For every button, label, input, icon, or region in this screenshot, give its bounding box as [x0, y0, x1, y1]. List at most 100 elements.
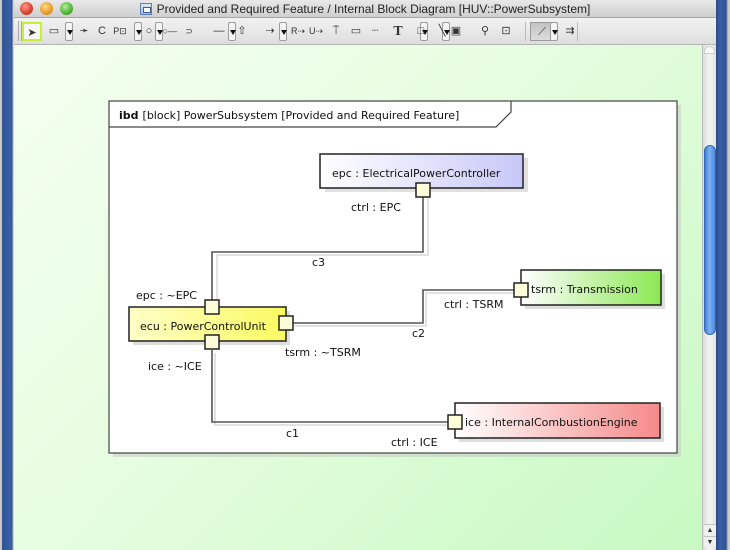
constraint-tool[interactable]: C — [94, 22, 110, 41]
close-window-button[interactable] — [20, 2, 33, 15]
separator-line-tool[interactable]: ╲ — [434, 22, 450, 41]
part-property-tool-dropdown[interactable] — [65, 22, 73, 41]
window-title: Provided and Required Feature / Internal… — [156, 2, 591, 16]
title-bar[interactable]: Provided and Required Feature / Internal… — [14, 0, 716, 18]
connector-label-c2: c2 — [412, 327, 425, 340]
connector-label-c3: c3 — [312, 256, 325, 269]
text-icon: T — [393, 24, 403, 39]
scroll-up-button[interactable]: ▲ — [704, 524, 716, 535]
toolbar-grip[interactable] — [18, 21, 22, 41]
usage-tool[interactable]: U⇢ — [308, 22, 324, 41]
interface-tool[interactable]: ○ — [141, 22, 157, 41]
diagram-canvas[interactable]: ibd[block] PowerSubsystem [Provided and … — [14, 45, 702, 550]
scroll-down-button[interactable]: ▼ — [704, 536, 716, 547]
part-icon: ▭ — [48, 25, 60, 37]
port-ecu-ice[interactable] — [204, 334, 220, 350]
path-style-tool[interactable]: ⟋ — [530, 22, 554, 41]
path-style-tool-dropdown[interactable] — [550, 22, 558, 41]
path-style-icon: ⟋ — [538, 26, 546, 38]
interface-tool-dropdown[interactable] — [155, 22, 163, 41]
generalization-tool[interactable]: ⇧ — [234, 22, 250, 41]
toolbar-separator — [577, 22, 578, 41]
port-tool[interactable]: P⊡ — [112, 22, 128, 41]
diagram-toolbar: ➤ ▭ ➛ C P⊡ ○ ○—⊃— — ⇧ ⇢ R⇢U⇢ ⍑ ▭ ┈ T □ ╲▣ ⚲ ⊡ ⟋ ⇉ — [14, 18, 716, 55]
port-label-ice-ctrl: ctrl : ICE — [391, 436, 438, 449]
frame-header: ibd[block] PowerSubsystem [Provided and … — [119, 109, 459, 122]
ibd-diagram: ibd[block] PowerSubsystem [Provided and … — [108, 100, 681, 457]
connector-c1[interactable] — [211, 350, 456, 426]
minimize-window-button[interactable] — [40, 2, 53, 15]
layout-tool[interactable]: ⇉ — [562, 22, 578, 41]
port-epc-ctrl[interactable] — [415, 182, 431, 198]
text-tool-dropdown[interactable] — [420, 22, 428, 41]
window-right-border — [716, 0, 730, 550]
port-label-ecu-ice: ice : ~ICE — [148, 360, 202, 373]
vertical-scrollbar[interactable]: ▲ ▼ — [702, 45, 716, 550]
provided-interface-tool[interactable]: ○— — [162, 22, 178, 41]
pattern-icon: ⚲ — [480, 25, 490, 37]
dot-square-icon: ⊡ — [501, 25, 511, 37]
connector-c3[interactable] — [211, 191, 429, 310]
c-underline-icon: C — [98, 25, 106, 37]
part-ice[interactable]: ice : InternalCombustionEngine — [454, 402, 664, 442]
window-left-border — [0, 0, 14, 550]
part-label: tsrm : Transmission — [531, 283, 638, 296]
dotted-line-icon: ┈ — [371, 25, 379, 37]
connector-arrow-icon: ➛ — [79, 25, 89, 37]
scrollbar-thumb[interactable] — [704, 145, 716, 335]
dashed-arrow-icon: ⇢ — [265, 25, 275, 37]
connector-tool[interactable]: ➛ — [76, 22, 92, 41]
pin-icon: ⍑ — [332, 25, 340, 37]
port-label-ecu-tsrm: tsrm : ~TSRM — [285, 346, 361, 359]
provided-interface-icon: ○— — [162, 26, 178, 36]
port-ice-ctrl[interactable] — [447, 414, 463, 430]
diagram-icon — [139, 3, 152, 15]
realization-tool[interactable]: R⇢ — [290, 22, 306, 41]
select-tool[interactable]: ➤ — [22, 22, 42, 41]
pin-tool[interactable]: ⍑ — [328, 22, 344, 41]
layout-icon: ⇉ — [565, 25, 575, 37]
rectangle-tool[interactable]: □ — [413, 22, 429, 41]
rectangle-tool-dropdown[interactable] — [442, 22, 450, 41]
diagonal-line-icon: ╲ — [438, 25, 446, 37]
note-tool[interactable]: ▭ — [348, 22, 364, 41]
zoom-window-button[interactable] — [60, 2, 73, 15]
port-label-ecu-epc: epc : ~EPC — [136, 289, 197, 302]
text-tool[interactable]: T — [390, 22, 406, 41]
dependency-tool-dropdown[interactable] — [279, 22, 287, 41]
part-property-tool[interactable]: ▭ — [46, 22, 62, 41]
port-tsrm-ctrl[interactable] — [513, 282, 529, 298]
image-tool[interactable]: ▣ — [448, 22, 464, 41]
toolbar-separator — [525, 22, 526, 41]
frame-title: [block] PowerSubsystem [Provided and Req… — [143, 109, 460, 122]
note-icon: ▭ — [350, 25, 362, 37]
scrollbar-track-cap — [704, 46, 715, 54]
r-arrow-icon: R⇢ — [290, 26, 306, 36]
display-ports-tool[interactable]: ⊡ — [498, 22, 514, 41]
arrow-pointer-icon: ➤ — [27, 27, 37, 39]
connector-c2[interactable] — [292, 289, 522, 327]
frame-header-tab — [109, 101, 512, 128]
port-icon: P⊡ — [113, 26, 127, 36]
port-tool-dropdown[interactable] — [134, 22, 142, 41]
part-tsrm[interactable]: tsrm : Transmission — [520, 269, 665, 309]
rectangle-icon: □ — [417, 25, 425, 37]
u-arrow-icon: U⇢ — [308, 26, 324, 36]
line-tool[interactable]: — — [211, 22, 227, 41]
line-icon: — — [213, 25, 225, 37]
line-tool-dropdown[interactable] — [228, 22, 236, 41]
dependency-tool[interactable]: ⇢ — [262, 22, 278, 41]
port-ecu-tsrm[interactable] — [278, 315, 294, 331]
port-label-epc-ctrl: ctrl : EPC — [351, 201, 401, 214]
part-label: epc : ElectricalPowerController — [332, 167, 501, 180]
pattern-tool[interactable]: ⚲ — [477, 22, 493, 41]
connector-label-c1: c1 — [286, 427, 299, 440]
window-title-container: Provided and Required Feature / Internal… — [14, 1, 716, 17]
port-label-tsrm-ctrl: ctrl : TSRM — [444, 298, 503, 311]
lollipop-icon: ○ — [145, 25, 153, 37]
anchor-tool[interactable]: ┈ — [367, 22, 383, 41]
required-interface-tool[interactable]: ⊃— — [181, 22, 197, 55]
part-label: ecu : PowerControlUnit — [140, 320, 267, 333]
port-ecu-epc[interactable] — [204, 299, 220, 315]
